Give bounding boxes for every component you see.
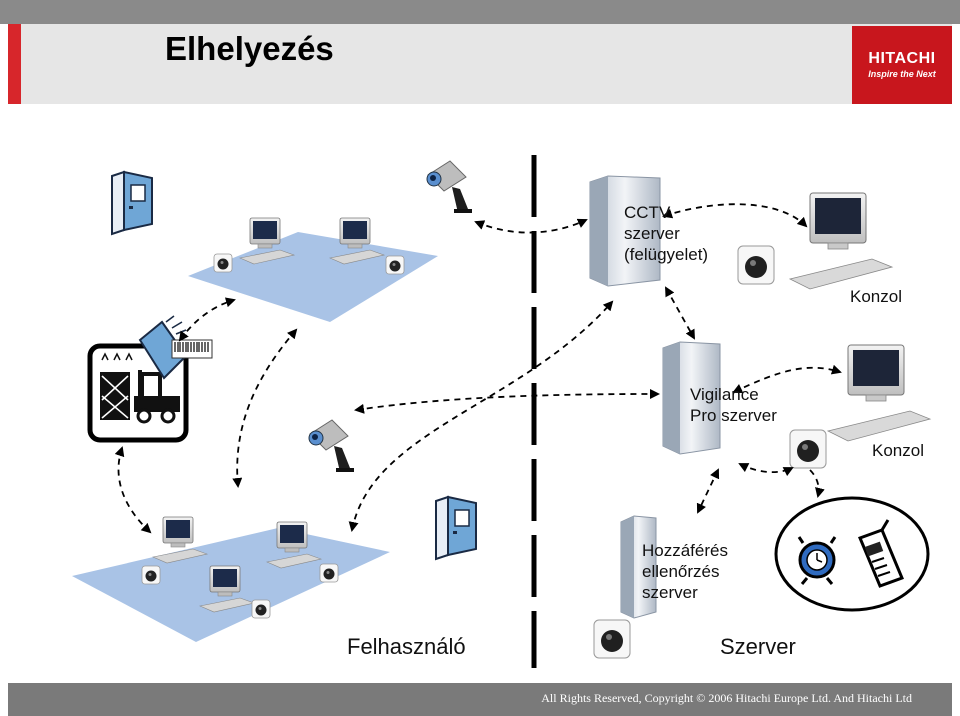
link-toproom-bottomroom — [232, 328, 298, 488]
dome-camera-icon — [213, 253, 233, 273]
dome-camera-icon-access — [593, 619, 631, 659]
access-server-label-line: szerver — [642, 583, 698, 602]
link-cctv-console — [662, 203, 808, 228]
dome-camera-icon-cctv — [737, 245, 775, 285]
link-vigilance-dome — [738, 463, 794, 477]
dome-camera-icon — [251, 599, 271, 619]
cctv-server-icon — [589, 175, 661, 287]
link-console-alarm — [809, 469, 825, 498]
title-band — [8, 24, 952, 104]
hitachi-logo: HITACHI Inspire the Next — [852, 26, 952, 104]
server-side-label: Szerver — [720, 634, 796, 659]
dome-camera-icon — [141, 565, 161, 585]
user-side-label: Felhasználó — [347, 634, 466, 659]
cctv-server-label-line: CCTV — [624, 203, 671, 222]
link-warehouse-bottomroom — [114, 446, 152, 534]
console-label-mid: Konzol — [872, 441, 924, 460]
link-room-cctv — [348, 300, 614, 532]
access-server-label: Hozzáférés ellenőrzés szerver — [642, 540, 728, 603]
door-icon-bottom — [435, 496, 477, 560]
room-floor-top — [188, 232, 438, 322]
link-cctv-vigilance — [665, 286, 695, 340]
copyright-text: All Rights Reserved, Copyright © 2006 Hi… — [541, 691, 912, 705]
ptz-camera-icon-top — [426, 160, 473, 214]
computer-icon — [152, 516, 208, 564]
link-warehouse-toproom — [178, 297, 236, 342]
link-vigilance-access — [696, 468, 720, 514]
ptz-camera-icon-mid — [308, 419, 355, 473]
dome-camera-icon — [385, 255, 405, 275]
cctv-server-label-line: (felügyelet) — [624, 245, 709, 264]
console-computer-icon-top — [789, 192, 893, 290]
logo-brand: HITACHI — [868, 50, 936, 67]
footer-bar: All Rights Reserved, Copyright © 2006 Hi… — [8, 683, 952, 716]
access-server-label-line: Hozzáférés — [642, 541, 728, 560]
link-ptz-cctv — [474, 218, 588, 234]
alarm-devices-icon — [774, 496, 930, 612]
vigilance-server-icon — [662, 341, 721, 455]
logo-tagline: Inspire the Next — [868, 69, 936, 79]
warehouse-icon — [87, 343, 189, 443]
console-computer-icon-mid — [827, 344, 931, 442]
link-vigilance-console — [732, 364, 842, 394]
link-ptz-vigilance — [354, 389, 660, 414]
vigilance-server-label-line: Vigilance — [690, 385, 759, 404]
cctv-server-label-line: szerver — [624, 224, 680, 243]
vigilance-server-label: Vigilance Pro szerver — [690, 384, 777, 426]
top-bar — [0, 0, 960, 24]
title-accent-bar — [8, 24, 21, 104]
console-label-top: Konzol — [850, 287, 902, 306]
access-control-server-icon — [620, 515, 657, 619]
access-server-label-line: ellenőrzés — [642, 562, 720, 581]
dome-camera-icon — [319, 563, 339, 583]
page-title: Elhelyezés — [165, 30, 334, 67]
door-icon-top — [111, 171, 153, 235]
vigilance-server-label-line: Pro szerver — [690, 406, 777, 425]
dome-camera-icon-vigilance — [789, 429, 827, 469]
cctv-server-label: CCTV szerver (felügyelet) — [624, 202, 708, 265]
